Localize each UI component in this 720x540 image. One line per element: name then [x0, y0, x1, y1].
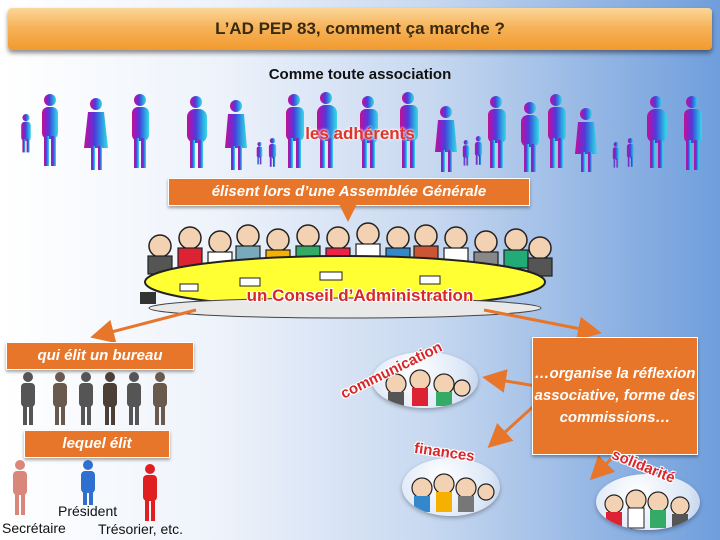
- members-label: les adhérents: [305, 124, 415, 143]
- president-label: Président: [58, 503, 118, 519]
- secretary-label: Secrétaire: [2, 520, 66, 536]
- finances-group-icon: [411, 473, 495, 512]
- bureau-elects-label: lequel élit: [24, 430, 170, 458]
- page-title: L’AD PEP 83, comment ça marche ?: [215, 19, 505, 38]
- briefcase-icon: [140, 292, 156, 304]
- treasurer-label: Trésorier, etc.: [98, 521, 184, 537]
- finances-bubble: [402, 458, 500, 516]
- subtitle: Comme toute association: [268, 66, 452, 83]
- communication-bubble: [372, 352, 478, 408]
- commissions-description-text: …organise la réflexion associative, form…: [534, 365, 696, 426]
- communication-group-icon: [385, 369, 471, 406]
- general-assembly-label: élisent lors d’une Assemblée Générale: [168, 178, 530, 206]
- officers-illustration: [13, 460, 157, 521]
- members-crowd-illustration: [21, 92, 702, 172]
- council-label: un Conseil d’Administration: [246, 286, 474, 305]
- bureau-members-illustration: [21, 372, 167, 425]
- council-meeting-illustration: [140, 222, 553, 319]
- council-members: [147, 222, 553, 277]
- title-bar: L’AD PEP 83, comment ça marche ?: [8, 8, 712, 50]
- solidarity-bubble: [596, 474, 700, 530]
- bureau-label: qui élit un bureau: [6, 342, 194, 370]
- solidarity-group-icon: [604, 489, 690, 529]
- commissions-description: …organise la réflexion associative, form…: [532, 337, 698, 455]
